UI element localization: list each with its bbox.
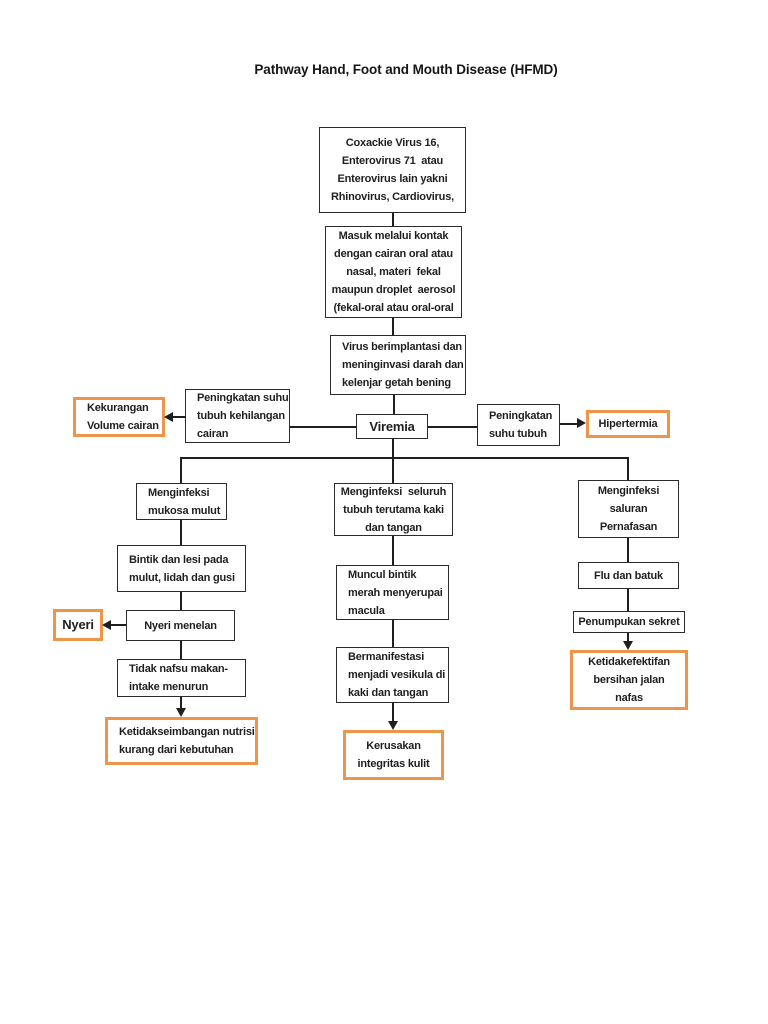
node-kekurangan-volume: Kekurangan Volume cairan bbox=[73, 397, 165, 437]
connector-penumpukan-shaft bbox=[627, 633, 629, 642]
connector-bermanifestasi-shaft bbox=[392, 703, 394, 721]
connector-entry-implant bbox=[392, 318, 394, 336]
node-viremia: Viremia bbox=[356, 414, 428, 439]
node-hipertermia: Hipertermia bbox=[586, 410, 670, 438]
arrowhead-left-kekurangan bbox=[164, 412, 173, 422]
connector-bintik-nyerimenelan bbox=[180, 592, 182, 610]
connector-saluran-flu bbox=[627, 538, 629, 562]
node-flu-batuk: Flu dan batuk bbox=[578, 562, 679, 589]
connector-flu-penumpukan bbox=[627, 589, 629, 611]
connector-tidaknafsu-shaft bbox=[180, 697, 182, 710]
connector-branch-horizontal bbox=[180, 457, 629, 459]
connector-nyeri-shaft bbox=[111, 624, 126, 626]
node-virus-source: Coxackie Virus 16, Enterovirus 71 atau E… bbox=[319, 127, 466, 213]
node-menginfeksi-mukosa: Menginfeksi mukosa mulut bbox=[136, 483, 227, 520]
connector-virus-entry bbox=[392, 213, 394, 227]
arrowhead-left-nyeri bbox=[102, 620, 111, 630]
connector-nyerimenelan-tidaknafsu bbox=[180, 641, 182, 659]
node-nyeri-menelan: Nyeri menelan bbox=[126, 610, 235, 641]
arrowhead-right-hipertermia bbox=[577, 418, 586, 428]
arrowhead-down-ketidakefektifan bbox=[623, 641, 633, 650]
arrowhead-down-kerusakan bbox=[388, 721, 398, 730]
node-menginfeksi-saluran: Menginfeksi saluran Pernafasan bbox=[578, 480, 679, 538]
node-nyeri: Nyeri bbox=[53, 609, 103, 641]
connector-drop-middle bbox=[392, 457, 394, 483]
node-ketidakefektifan: Ketidakefektifan bersihan jalan nafas bbox=[570, 650, 688, 710]
node-implantation: Virus berimplantasi dan meninginvasi dar… bbox=[330, 335, 466, 395]
connector-viremia-branch bbox=[392, 439, 394, 458]
connector-drop-right bbox=[627, 457, 629, 480]
connector-implant-viremia bbox=[393, 395, 395, 415]
connector-viremia-right bbox=[428, 426, 477, 428]
node-menginfeksi-seluruh: Menginfeksi seluruh tubuh terutama kaki … bbox=[334, 483, 453, 536]
connector-mukosa-bintik bbox=[180, 520, 182, 545]
node-entry-route: Masuk melalui kontak dengan cairan oral … bbox=[325, 226, 462, 318]
connector-hipertermia-shaft bbox=[560, 423, 579, 425]
arrowhead-down-ketidakseimbangan bbox=[176, 708, 186, 717]
node-muncul-bintik: Muncul bintik merah menyerupai macula bbox=[336, 565, 449, 620]
node-tidak-nafsu: Tidak nafsu makan- intake menurun bbox=[117, 659, 246, 697]
node-ketidakseimbangan-nutrisi: Ketidakseimbangan nutrisi kurang dari ke… bbox=[105, 717, 258, 765]
node-kerusakan-integritas: Kerusakan integritas kulit bbox=[343, 730, 444, 780]
connector-muncul-bermanifestasi bbox=[392, 620, 394, 647]
connector-seluruh-muncul bbox=[392, 536, 394, 565]
connector-kekurangan-shaft bbox=[173, 416, 186, 418]
connector-viremia-left bbox=[290, 426, 356, 428]
page-title: Pathway Hand, Foot and Mouth Disease (HF… bbox=[254, 62, 558, 77]
node-bintik-lesi: Bintik dan lesi pada mulut, lidah dan gu… bbox=[117, 545, 246, 592]
node-peningkatan-suhu-kehilangan: Peningkatan suhu tubuh kehilangan cairan bbox=[185, 389, 290, 443]
node-bermanifestasi: Bermanifestasi menjadi vesikula di kaki … bbox=[336, 647, 449, 703]
node-peningkatan-suhu: Peningkatan suhu tubuh bbox=[477, 404, 560, 446]
node-penumpukan-sekret: Penumpukan sekret bbox=[573, 611, 685, 633]
connector-drop-left bbox=[180, 457, 182, 483]
